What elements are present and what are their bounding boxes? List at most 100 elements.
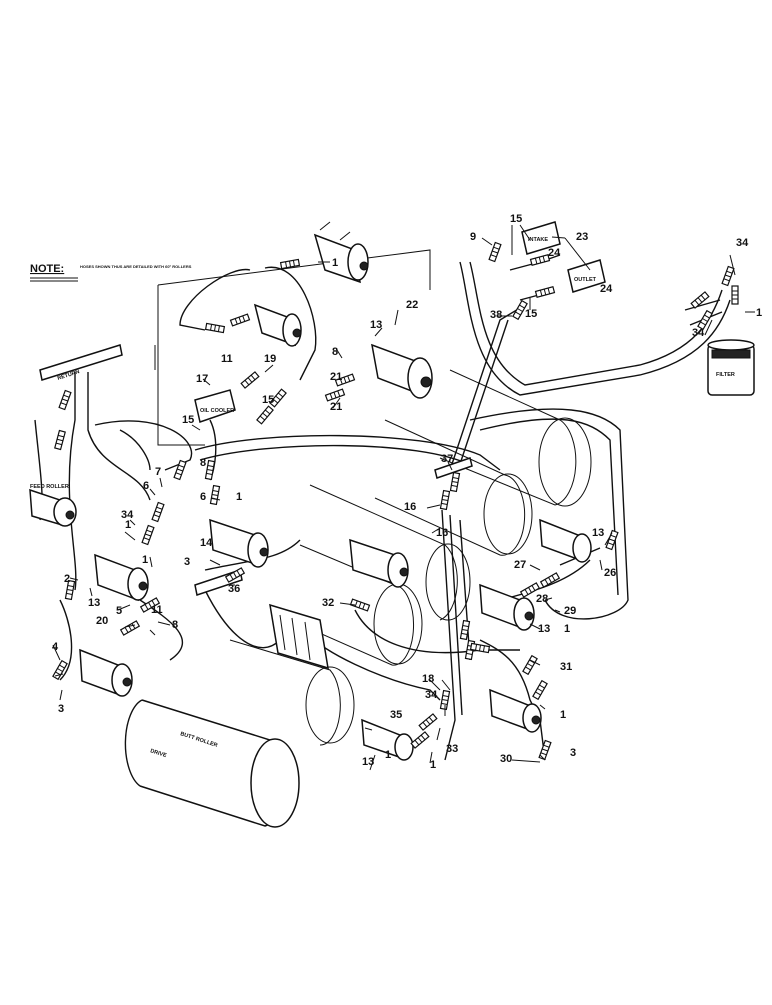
butt-roller: BUTT ROLLER DRIVE bbox=[124, 699, 300, 828]
hose-coupler bbox=[512, 299, 528, 321]
note-block: NOTE: HOSES SHOWN THUS ARE DETAILED WITH… bbox=[30, 263, 192, 282]
part-number-p23: 23 bbox=[576, 231, 588, 243]
part-number-p36: 36 bbox=[228, 583, 240, 595]
part-number-labels: 1111111112333456678889111113131313131415… bbox=[52, 213, 762, 771]
hose-coupler bbox=[204, 459, 216, 481]
part-number-p34d: 34 bbox=[425, 689, 438, 701]
hose-coupler bbox=[279, 258, 301, 270]
hose-coupler bbox=[151, 501, 165, 523]
note-label: NOTE: bbox=[30, 263, 64, 275]
part-number-p11a: 11 bbox=[221, 353, 233, 365]
part-number-p13b: 13 bbox=[88, 597, 100, 609]
part-number-p1i: 1 bbox=[385, 749, 391, 761]
pump-center-14 bbox=[209, 518, 269, 568]
roller-right-top bbox=[439, 369, 592, 507]
hose-coupler bbox=[58, 389, 72, 411]
hose-coupler bbox=[209, 484, 221, 506]
roller-right-mid bbox=[374, 419, 533, 556]
part-number-p7: 7 bbox=[155, 466, 161, 478]
part-number-p19: 19 bbox=[264, 353, 276, 365]
hose-coupler bbox=[240, 371, 260, 389]
part-number-p1b: 1 bbox=[236, 491, 242, 503]
part-number-p34c: 34 bbox=[692, 327, 705, 339]
manifold-mid bbox=[434, 457, 473, 479]
pump-motor-top-left bbox=[253, 303, 302, 347]
part-number-p33: 33 bbox=[446, 743, 458, 755]
part-number-p1a: 1 bbox=[332, 257, 338, 269]
part-number-p21b: 21 bbox=[330, 371, 342, 383]
part-number-p15b: 15 bbox=[182, 414, 194, 426]
outlet-block: OUTLET bbox=[567, 259, 606, 293]
hose-coupler bbox=[324, 388, 346, 402]
hose-coupler bbox=[731, 285, 739, 305]
hose-coupler bbox=[173, 459, 187, 481]
part-number-p11b: 11 bbox=[151, 604, 163, 616]
pump-right-26 bbox=[539, 518, 592, 563]
valve-block bbox=[269, 603, 329, 670]
part-number-p24b: 24 bbox=[600, 283, 613, 295]
part-number-p5: 5 bbox=[116, 605, 122, 617]
hose-coupler bbox=[605, 529, 619, 551]
hose-runs bbox=[34, 249, 731, 761]
hose-coupler bbox=[721, 265, 735, 287]
hose-coupler bbox=[529, 254, 551, 266]
part-number-p6b: 6 bbox=[200, 491, 206, 503]
hose-coupler bbox=[690, 291, 710, 309]
hose-coupler bbox=[439, 689, 451, 711]
hose-coupler bbox=[532, 679, 548, 701]
hose-coupler bbox=[141, 524, 155, 546]
pump-13-left bbox=[94, 553, 149, 602]
part-number-p8b: 8 bbox=[200, 457, 206, 469]
hose-coupler bbox=[269, 388, 287, 408]
part-number-p9: 9 bbox=[470, 231, 476, 243]
hose-coupler bbox=[54, 429, 66, 451]
roller-right-low bbox=[309, 484, 471, 621]
outlet-label: OUTLET bbox=[574, 277, 597, 283]
filter-label: FILTER bbox=[716, 372, 735, 378]
pump-right-low bbox=[489, 688, 542, 733]
part-number-p4: 4 bbox=[52, 641, 59, 653]
part-number-p17: 17 bbox=[196, 373, 208, 385]
feed-roller-pump-left: FEED ROLLER bbox=[29, 484, 77, 527]
part-number-p16a: 16 bbox=[404, 501, 416, 513]
part-number-p15d: 15 bbox=[525, 308, 537, 320]
part-number-p3c: 3 bbox=[570, 747, 576, 759]
part-number-p35: 35 bbox=[390, 709, 402, 721]
part-number-p3a: 3 bbox=[58, 703, 64, 715]
part-number-p20: 20 bbox=[96, 615, 108, 627]
part-number-p1h: 1 bbox=[756, 307, 762, 319]
hose-coupler bbox=[522, 654, 538, 676]
part-number-p13e: 13 bbox=[592, 527, 604, 539]
note-text: HOSES SHOWN THUS ARE DETAILED WITH 60° R… bbox=[80, 264, 192, 269]
pump-motor-22 bbox=[371, 343, 433, 399]
part-number-p1d: 1 bbox=[142, 554, 148, 566]
part-number-p14: 14 bbox=[200, 537, 213, 549]
hose-coupler bbox=[459, 619, 471, 641]
part-number-p6a: 6 bbox=[143, 480, 149, 492]
hose-coupler bbox=[410, 731, 430, 749]
part-number-p13a: 13 bbox=[370, 319, 382, 331]
part-number-p38: 38 bbox=[490, 309, 502, 321]
part-number-p32: 32 bbox=[322, 597, 334, 609]
part-number-p3b: 3 bbox=[184, 556, 190, 568]
part-number-p1f: 1 bbox=[564, 623, 570, 635]
part-number-p1e: 1 bbox=[430, 759, 436, 771]
part-number-p34a: 34 bbox=[121, 509, 134, 521]
pump-center bbox=[349, 538, 409, 588]
part-number-p21a: 21 bbox=[330, 401, 342, 413]
hose-coupler bbox=[488, 241, 502, 263]
fittings bbox=[52, 241, 739, 761]
hose-coupler bbox=[139, 597, 161, 613]
hose-coupler bbox=[334, 373, 356, 387]
intake-block: INTAKE bbox=[521, 221, 561, 255]
pump-right-29 bbox=[479, 583, 535, 631]
hose-coupler bbox=[539, 572, 561, 588]
hose-coupler bbox=[469, 642, 491, 654]
part-number-p2: 2 bbox=[64, 573, 70, 585]
part-number-p16b: 16 bbox=[436, 527, 448, 539]
part-number-p8a: 8 bbox=[172, 619, 178, 631]
part-number-p34b: 34 bbox=[736, 237, 749, 249]
hose-coupler bbox=[538, 739, 552, 761]
